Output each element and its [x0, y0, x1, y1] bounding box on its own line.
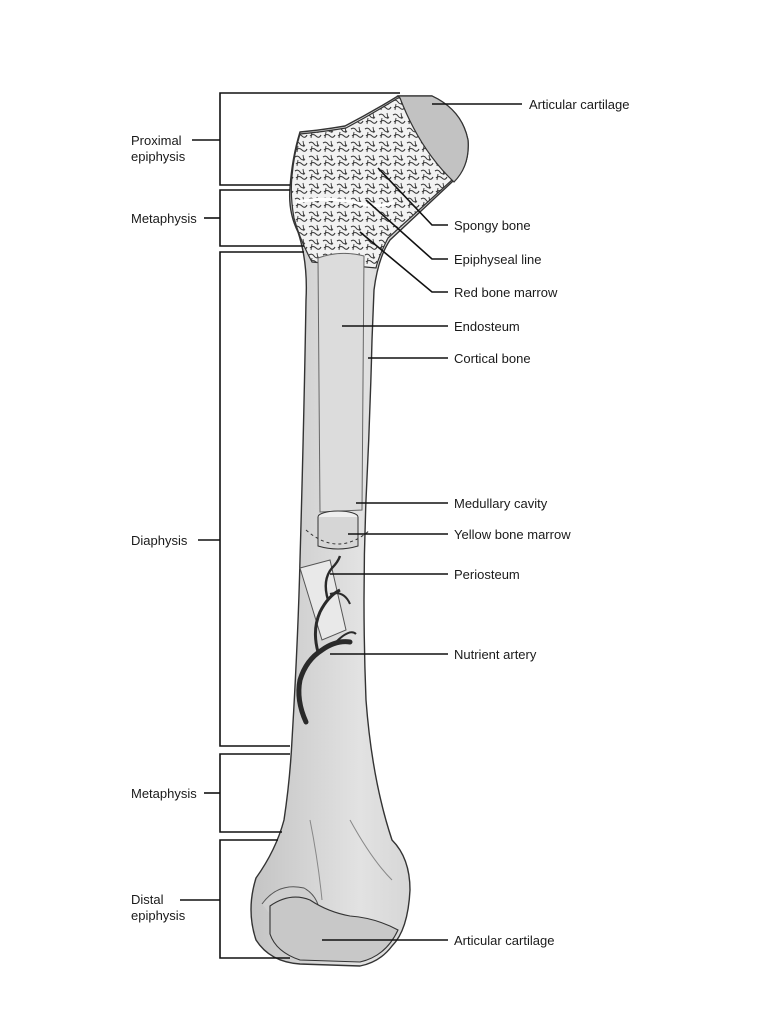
cut-edge — [305, 529, 371, 545]
artery-branch-3 — [329, 592, 351, 605]
bracket-proximal-epiphysis — [219, 92, 400, 186]
articular-cartilage-top — [396, 95, 469, 183]
label-articular-cartilage-top: Articular cartilage — [529, 97, 629, 112]
periosteum-flap — [299, 559, 347, 641]
leader-epiphyseal — [365, 199, 448, 260]
artery-branch-4 — [335, 631, 357, 643]
label-red-bone-marrow: Red bone marrow — [454, 285, 558, 300]
label-epiphyseal-line: Epiphyseal line — [454, 252, 541, 267]
bracket-distal-epiphysis — [219, 839, 290, 959]
label-metaphysis-bottom: Metaphysis — [131, 786, 197, 801]
spongy-bone-region — [290, 97, 453, 269]
label-distal-line2: epiphysis — [131, 908, 186, 923]
label-proximal-line1: Proximal — [131, 133, 182, 148]
label-nutrient-artery: Nutrient artery — [454, 647, 537, 662]
bracket-metaphysis-bottom — [219, 753, 290, 833]
bracket-diaphysis — [219, 251, 304, 747]
label-medullary-cavity: Medullary cavity — [454, 496, 548, 511]
epiphyseal-line-mark — [295, 197, 395, 208]
label-proximal-line2: epiphysis — [131, 149, 186, 164]
artery-branch-2 — [324, 555, 342, 601]
label-diaphysis: Diaphysis — [131, 533, 188, 548]
medullary-cavity-region — [317, 252, 365, 513]
label-cortical-bone: Cortical bone — [454, 351, 531, 366]
shaft-ridge-2 — [349, 819, 393, 881]
label-yellow-bone-marrow: Yellow bone marrow — [454, 527, 571, 542]
yellow-marrow-body — [317, 517, 359, 550]
nutrient-artery — [296, 639, 353, 725]
label-distal-line1: Distal — [131, 892, 164, 907]
label-periosteum: Periosteum — [454, 567, 520, 582]
artery-branch-1 — [313, 588, 341, 653]
label-articular-cartilage-bottom: Articular cartilage — [454, 933, 554, 948]
articular-cartilage-bottom — [269, 896, 399, 963]
label-metaphysis-top: Metaphysis — [131, 211, 197, 226]
leader-spongy — [377, 167, 448, 226]
label-endosteum: Endosteum — [454, 319, 520, 334]
label-spongy-bone: Spongy bone — [454, 218, 531, 233]
leader-red-marrow — [359, 231, 448, 293]
shaft-ridge-1 — [309, 819, 323, 901]
